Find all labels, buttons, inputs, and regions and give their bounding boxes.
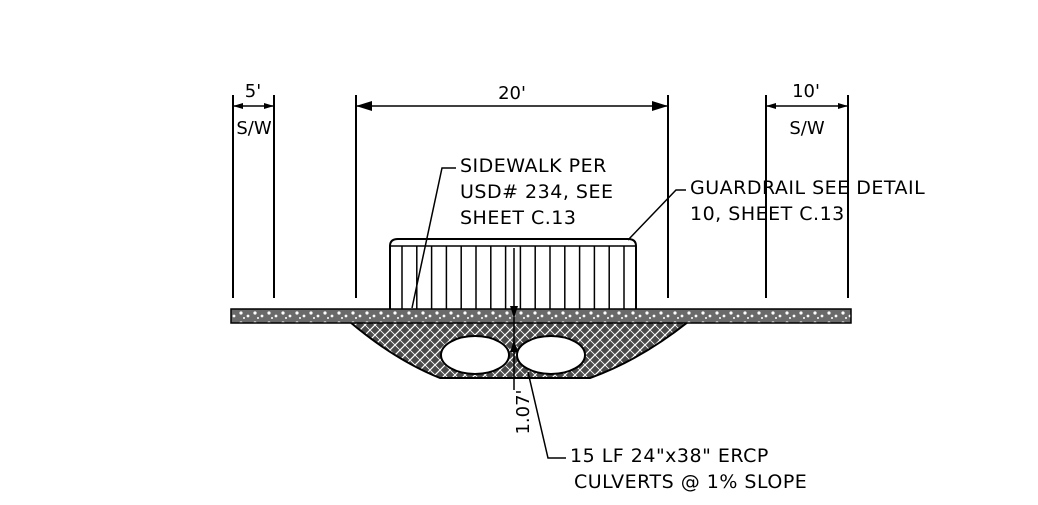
center-width-text: 20' [498,83,526,104]
right-width-text: 10' [792,81,820,102]
culvert-pipes [440,335,586,375]
sidewalk-note-line-2: USD# 234, SEE [460,181,613,203]
sidewalk-note-line-1: SIDEWALK PER [460,155,607,177]
culvert-note-line-2: CULVERTS @ 1% SLOPE [574,471,807,493]
sidewalk-note-line-3: SHEET C.13 [460,207,577,229]
left-sidewalk-dimension: 5' S/W [232,81,275,298]
right-sw-label: S/W [789,118,824,139]
sidewalk-callout: SIDEWALK PER USD# 234, SEE SHEET C.13 [411,155,613,309]
culvert-callout: 15 LF 24"x38" ERCP CULVERTS @ 1% SLOPE [527,371,807,493]
left-sw-label: S/W [236,118,271,139]
guardrail-callout: GUARDRAIL SEE DETAIL 10, SHEET C.13 [627,177,925,241]
road-surface [230,308,852,324]
right-sidewalk-dimension: 10' S/W [765,81,849,298]
guardrail [389,238,637,309]
culvert-note-line-1: 15 LF 24"x38" ERCP [570,445,769,467]
left-width-text: 5' [245,81,261,102]
guardrail-note-line-1: GUARDRAIL SEE DETAIL [690,177,925,199]
depth-dimension: 1.07' [510,248,534,435]
center-width-dimension: 20' [355,83,669,298]
guardrail-note-line-2: 10, SHEET C.13 [690,203,845,225]
depth-text: 1.07' [513,389,534,434]
